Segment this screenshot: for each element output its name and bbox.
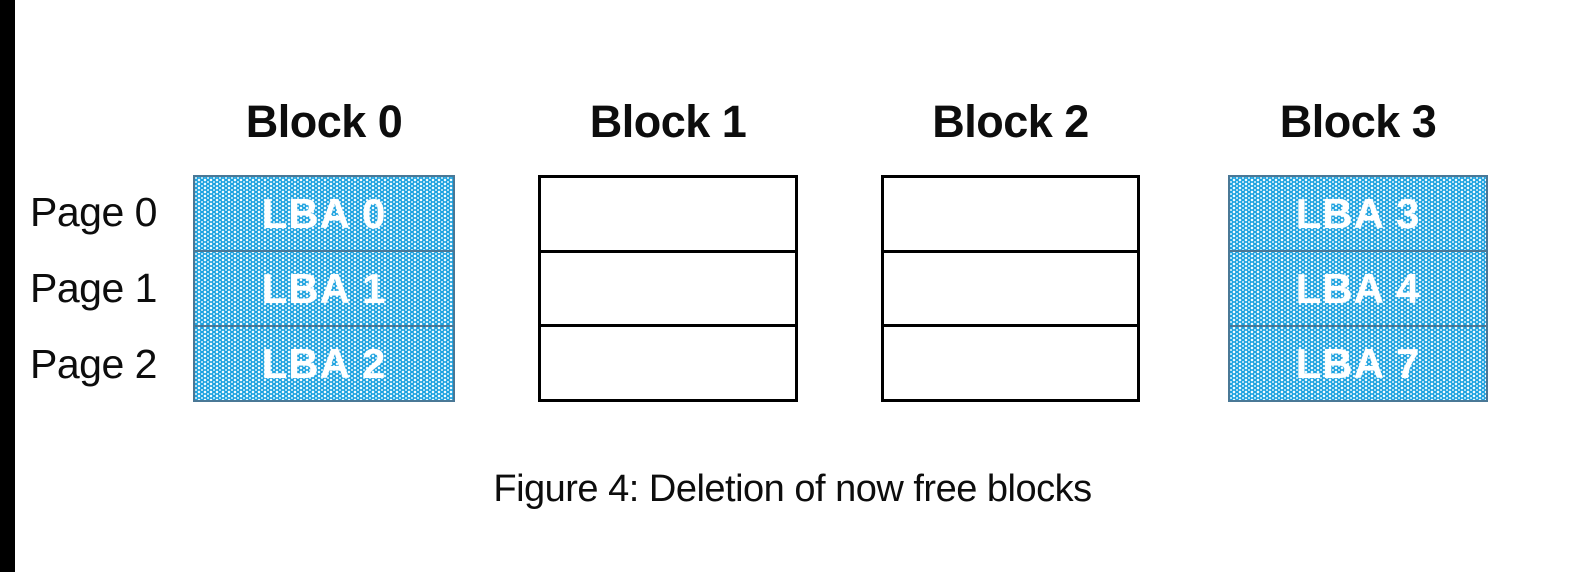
block3-page1-cell: LBA 4 — [1230, 250, 1486, 325]
block2-page0-cell — [884, 178, 1137, 250]
page-label-1: Page 1 — [30, 265, 157, 311]
page-label-2: Page 2 — [30, 340, 157, 387]
block-title-2: Block 2 — [932, 96, 1089, 147]
block3-page0-cell: LBA 3 — [1295, 189, 1421, 237]
block0-page1-cell: LBA 1 — [195, 250, 453, 325]
block-column-1: Block 1 — [538, 96, 798, 402]
block-title-3: Block 3 — [1279, 96, 1437, 147]
figure-caption: Figure 4: Deletion of now free blocks — [493, 468, 1092, 510]
page-label-column: Page 0 Page 1 Page 2 — [30, 175, 180, 402]
block3-page2-cell: LBA 7 — [1230, 325, 1486, 400]
block0-page0-cell: LBA 0 — [261, 189, 387, 237]
block-table-0: LBA 0 LBA 1 LBA 2 — [193, 175, 455, 402]
block0-page2-cell: LBA 2 — [195, 325, 453, 400]
block-table-1 — [538, 175, 798, 402]
block-title-0: Block 0 — [245, 96, 403, 147]
block1-page1-cell — [541, 249, 795, 325]
block1-page2-cell — [541, 324, 795, 399]
block2-page2-cell — [884, 324, 1137, 399]
page-edge-bar — [0, 0, 15, 572]
block-column-2: Block 2 — [881, 96, 1140, 402]
block2-page1-cell — [884, 249, 1137, 325]
block-column-0: Block 0 LBA 0 LBA 1 LBA 2 — [193, 96, 455, 402]
block-table-3: LBA 3 LBA 4 LBA 7 — [1228, 175, 1488, 402]
page-label-0: Page 0 — [30, 189, 157, 236]
block1-page0-cell — [541, 178, 795, 250]
block-title-1: Block 1 — [589, 96, 747, 147]
block-table-2 — [881, 175, 1140, 402]
block-column-3: Block 3 LBA 3 LBA 4 LBA 7 — [1228, 96, 1488, 402]
